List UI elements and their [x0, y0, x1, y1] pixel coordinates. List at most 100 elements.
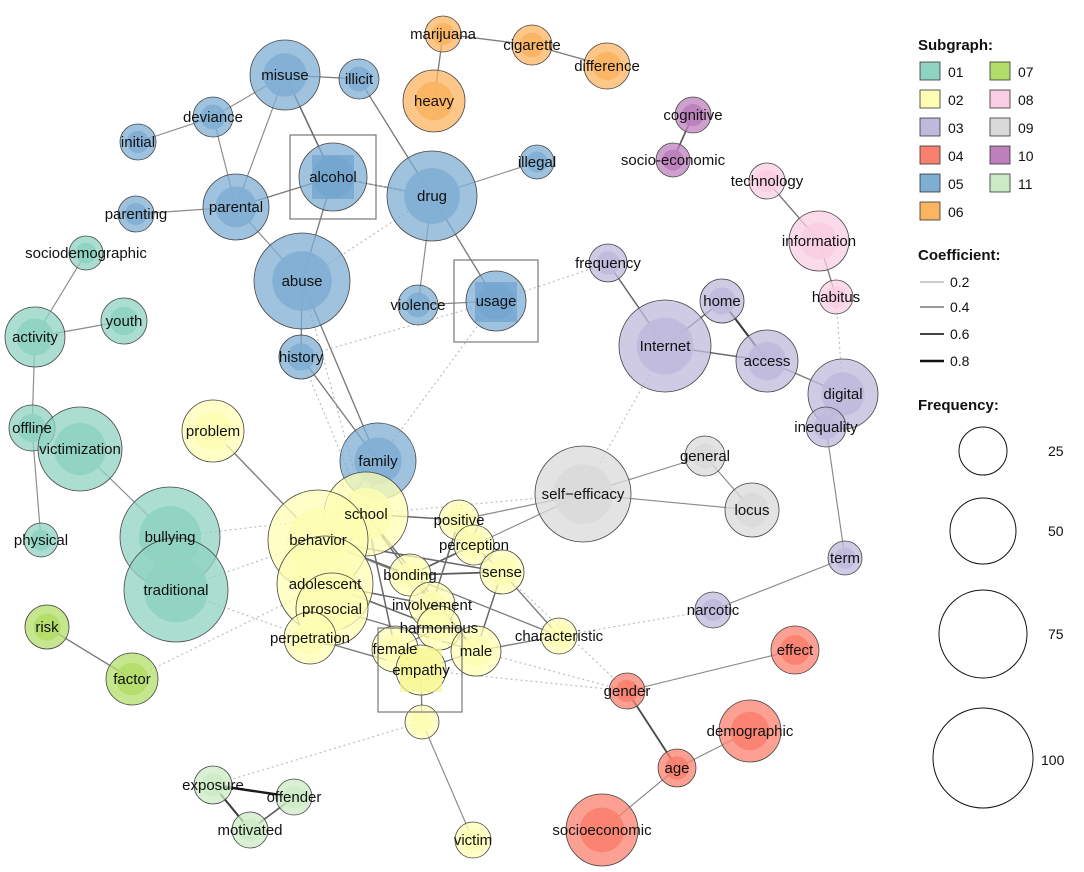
frame-outer-alcohol: [289, 134, 377, 220]
node-core-initial: [126, 130, 150, 154]
legend-swatch-label-07: 07: [1018, 64, 1034, 80]
edge-blank02-victim: [421, 721, 474, 841]
node-core-general: [692, 443, 718, 469]
node-core-habitus: [825, 286, 847, 308]
node-core-parental: [215, 186, 257, 228]
node-core-age: [665, 756, 689, 780]
legend-swatch-label-11: 11: [1018, 176, 1033, 192]
node-label-violence: violence: [390, 297, 445, 314]
legend-swatch-label-01: 01: [948, 64, 964, 80]
node-core-risk: [33, 613, 61, 641]
node-label-parenting: parenting: [105, 206, 168, 223]
node-core-sense: [488, 558, 516, 586]
node-core-perception: [461, 532, 487, 558]
legend-swatch-05: [919, 173, 941, 193]
legend-swatch-label-09: 09: [1018, 120, 1034, 136]
node-label-bullying: bullying: [145, 529, 196, 546]
legend-swatch-09: [989, 117, 1011, 137]
node-core-illegal: [526, 151, 548, 173]
node-core-factor: [115, 662, 149, 696]
node-core-abuse: [272, 251, 332, 311]
node-core-misuse: [263, 53, 307, 97]
edge-male-gender: [475, 650, 628, 692]
frame-outer-usage: [453, 259, 539, 343]
node-label-traditional: traditional: [143, 582, 208, 599]
node-core-cigarette: [519, 32, 545, 58]
node-core-drug: [404, 168, 460, 224]
frequency-circle-50: [949, 497, 1017, 565]
node-label-general: general: [680, 448, 730, 465]
node-label-offender: offender: [267, 789, 322, 806]
node-label-heavy: heavy: [414, 93, 455, 110]
frame-inner-usage: [475, 282, 517, 322]
node-label-risk: risk: [35, 619, 59, 636]
node-core-parenting: [124, 202, 148, 226]
legend-swatch-01: [919, 61, 941, 81]
legend-swatch-11: [989, 173, 1011, 193]
node-label-school: school: [344, 506, 387, 523]
node-core-physical: [30, 529, 52, 551]
node-label-prosocial: prosocial: [302, 601, 362, 618]
node-label-empathy: empathy: [392, 662, 450, 679]
node-label-narcotic: narcotic: [687, 602, 740, 619]
node-core-frequency: [596, 251, 620, 275]
node-label-adolescent: adolescent: [289, 576, 362, 593]
legend-swatch-02: [919, 89, 941, 109]
node-core-activity: [16, 318, 54, 356]
coefficient-label-1: 0.2: [950, 274, 970, 290]
node-core-male: [460, 635, 492, 667]
node-label-behavior: behavior: [289, 532, 347, 549]
frequency-label-50: 50: [1048, 523, 1064, 539]
legend-swatch-label-03: 03: [948, 120, 964, 136]
node-label-usage: usage: [476, 293, 517, 310]
legend-swatch-label-08: 08: [1018, 92, 1034, 108]
node-core-bonding: [396, 561, 424, 589]
node-label-socioeconomic: socioeconomic: [552, 822, 652, 839]
node-label-habitus: habitus: [812, 289, 860, 306]
node-core-information: [800, 222, 838, 260]
node-core-home: [708, 287, 736, 315]
node-label-factor: factor: [113, 671, 151, 688]
legend-swatch-08: [989, 89, 1011, 109]
node-label-motivated: motivated: [217, 822, 282, 839]
legend-swatch-10: [989, 145, 1011, 165]
legend-swatch-label-06: 06: [948, 204, 964, 220]
node-core-access: [747, 341, 787, 381]
node-label-physical: physical: [14, 532, 68, 549]
node-core-heavy: [414, 81, 454, 121]
node-core-offender: [282, 785, 306, 809]
node-label-cigarette: cigarette: [503, 37, 561, 54]
node-core-marijuana: [431, 22, 455, 46]
frame-inner-empathy: [400, 648, 442, 692]
node-label-youth: youth: [106, 313, 143, 330]
node-label-inequality: inequality: [794, 419, 858, 436]
node-core-self-efficacy: [553, 464, 613, 524]
node-label-parental: parental: [209, 199, 263, 216]
node-core-characteristic: [547, 624, 571, 648]
node-core-narcotic: [701, 598, 725, 622]
node-label-abuse: abuse: [282, 273, 323, 290]
node-label-history: history: [279, 349, 324, 366]
legend-swatch-label-02: 02: [948, 92, 964, 108]
node-core-deviance: [200, 104, 226, 130]
node-label-offline: offline: [12, 420, 52, 437]
node-label-perception: perception: [439, 537, 509, 554]
node-label-drug: drug: [417, 188, 447, 205]
highlight-frames: [289, 134, 539, 713]
node-core-positive: [446, 507, 472, 533]
edge-gender-effect: [626, 649, 796, 692]
node-label-cognitive: cognitive: [663, 107, 722, 124]
edge-traditional-perpetration: [175, 589, 311, 639]
node-label-technology: technology: [731, 173, 804, 190]
node-core-exposure: [201, 773, 225, 797]
node-core-locus: [735, 493, 769, 527]
node-label-locus: locus: [734, 502, 769, 519]
node-label-self-efficacy: self−efficacy: [542, 486, 625, 503]
node-core-violence: [405, 292, 431, 318]
node-core-problem: [193, 411, 233, 451]
node-core-technology: [755, 169, 779, 193]
node-label-marijuana: marijuana: [410, 26, 477, 43]
node-label-home: home: [703, 293, 741, 310]
